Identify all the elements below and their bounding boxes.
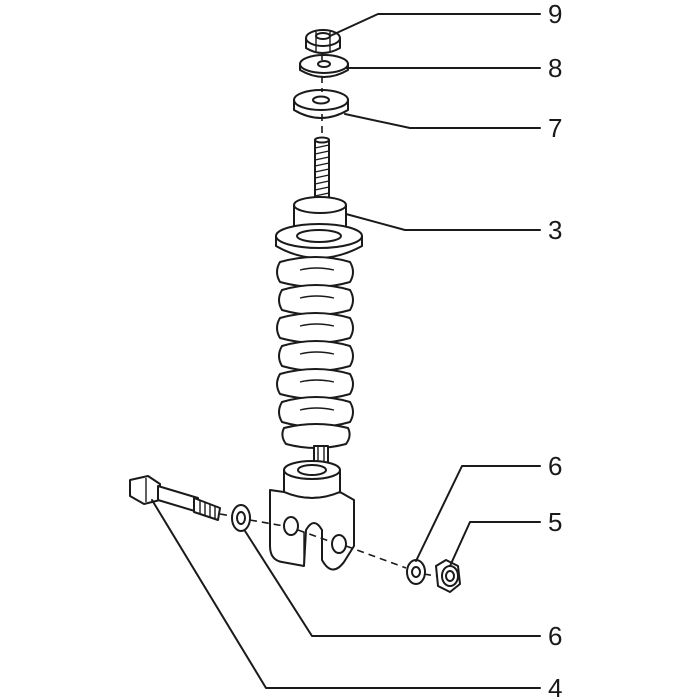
callout-3: 3 [548,215,562,245]
washer-part-8 [299,54,349,78]
callout-9: 9 [548,0,562,29]
bolt-part-4 [129,475,221,521]
washer-part-6-left [231,504,251,532]
spring-coils [276,256,354,449]
nut-part-5 [435,559,461,593]
callout-5: 5 [548,507,562,537]
assembly-axis-lines [219,54,437,577]
washer-part-6-right [406,559,426,585]
callout-6-top: 6 [548,451,562,481]
leader-lines [151,13,541,689]
callout-4: 4 [548,673,562,700]
callout-7: 7 [548,113,562,143]
nut-part-9 [305,29,341,54]
callout-8: 8 [548,53,562,83]
shock-absorber-part-3 [269,136,363,571]
callout-6-bottom: 6 [548,621,562,651]
bushing-part-7 [293,89,349,119]
